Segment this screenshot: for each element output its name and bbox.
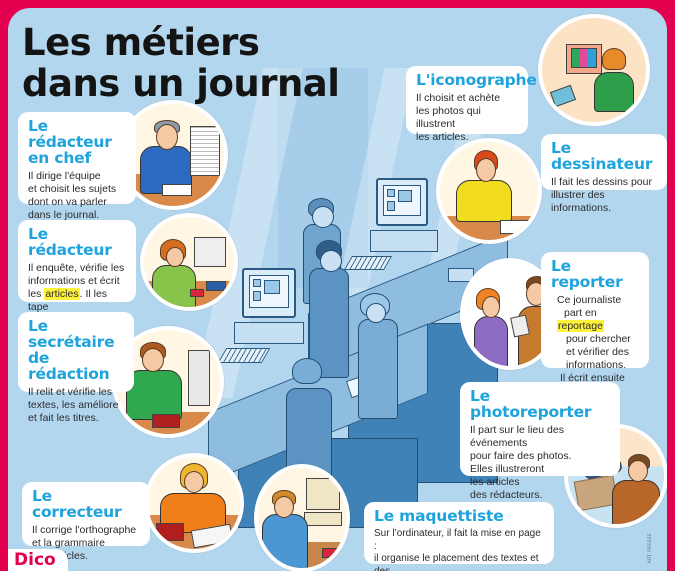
- woman-correcting-pages-icon: [144, 453, 244, 553]
- newsroom-office-isometric-icon: [192, 68, 528, 528]
- job-title: L'iconographe: [416, 71, 537, 89]
- job-title: Le dessinateur: [551, 139, 653, 173]
- copyright-credit: ART PRESSE: [648, 532, 653, 563]
- man-at-desk-with-paper-stacks-icon: [118, 100, 228, 210]
- job-card-reporter: Le reporter Ce journaliste part en repor…: [541, 252, 649, 397]
- job-title: Le photoreporter: [470, 387, 592, 421]
- job-card-correcteur: Le correcteur Il corrige l'orthographe e…: [22, 482, 150, 562]
- man-doing-page-layout-icon: [254, 464, 350, 571]
- job-title: Le rédacteur: [28, 225, 112, 259]
- job-description: Il fait les dessins pour illustrer des i…: [551, 176, 652, 214]
- highlighted-term: articles: [44, 288, 80, 300]
- job-card-maquettiste: Le maquettiste Sur l’ordinateur, il fait…: [364, 502, 554, 571]
- job-description: Il dirige l'équipe et choisit les sujets…: [28, 170, 117, 221]
- section-label: Dico: [14, 550, 56, 570]
- infographic-panel: Les métiers dans un journal: [8, 8, 667, 571]
- job-description: Sur l’ordinateur, il fait la mise en pag…: [374, 528, 541, 571]
- job-card-redacteur: Le rédacteur Il enquête, vérifie les inf…: [18, 220, 136, 326]
- woman-at-photo-screen-icon: [538, 14, 650, 126]
- section-tab: [8, 549, 68, 571]
- highlighted-term: reportage: [557, 320, 604, 332]
- job-description: Il relit et vérifie les textes, les amél…: [28, 386, 119, 424]
- job-description: Il part sur le lieu des événements pour …: [470, 424, 572, 501]
- job-title: Le reporter: [551, 257, 623, 291]
- job-card-dessinateur: Le dessinateur Il fait les dessins pour …: [541, 134, 667, 214]
- job-title: Le maquettiste: [374, 507, 504, 525]
- job-card-photoreporter: Le photoreporter Il part sur le lieu des…: [460, 382, 620, 501]
- man-drawing-icon: [436, 138, 542, 244]
- woman-on-phone-at-computer-icon: [140, 213, 238, 311]
- job-title: Le correcteur: [32, 487, 122, 521]
- job-description: Ce journaliste part en reportage pour ch…: [557, 294, 631, 397]
- page-title: Les métiers dans un journal: [22, 21, 340, 105]
- title-line-2: dans un journal: [22, 62, 340, 105]
- job-description: Il choisit et achète les photos qui illu…: [416, 92, 501, 143]
- job-card-iconographe: L'iconographe Il choisit et achète les p…: [406, 66, 537, 143]
- title-line-1: Les métiers: [22, 21, 260, 64]
